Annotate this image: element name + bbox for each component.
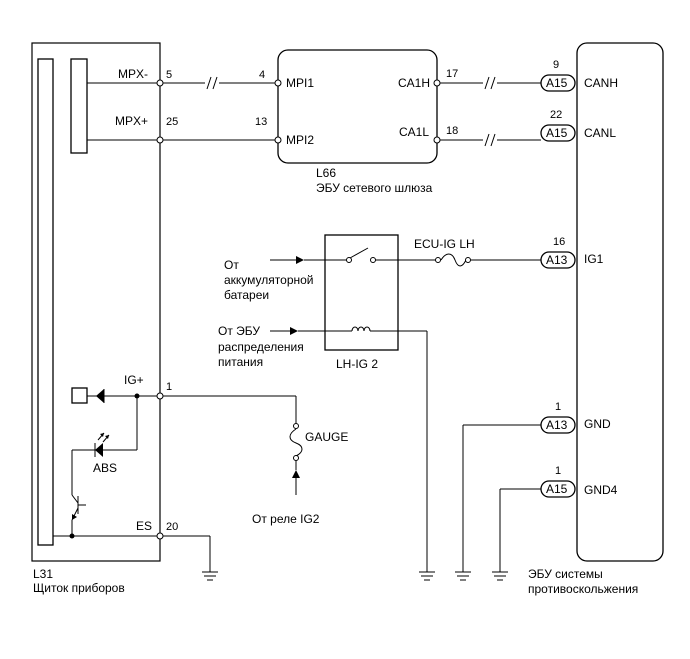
es-label: ES xyxy=(136,519,152,533)
skid-ecu-box xyxy=(576,42,664,562)
gauge-circuit: GAUGE От реле IG2 1 xyxy=(163,381,348,526)
connector-canl xyxy=(540,124,576,142)
pin-mpx-minus: 5 xyxy=(166,69,172,81)
diode-icon xyxy=(96,389,104,403)
can-wires: 17 18 A15 9 A15 22 xyxy=(440,59,576,147)
ground-icon xyxy=(492,571,508,581)
from-battery-2: аккумуляторной xyxy=(224,273,314,287)
connector-gnd4 xyxy=(540,480,576,498)
gnd-label: GND xyxy=(584,417,611,431)
gateway-ecu: MPI1 MPI2 CA1H CA1L L66 ЭБУ сетевого шлю… xyxy=(274,49,441,195)
from-ecu-3: питания xyxy=(218,355,263,369)
gauge-fuse-label: GAUGE xyxy=(305,430,348,444)
skid-ecu-name-1: ЭБУ системы xyxy=(528,567,603,581)
meter-bar xyxy=(37,58,54,546)
es-ground: 20 xyxy=(163,521,218,581)
relay-coil-icon xyxy=(351,326,371,332)
connector-canh-label: A15 xyxy=(546,76,568,90)
mpi2-label: MPI2 xyxy=(286,133,314,147)
meter-multiplex-block xyxy=(70,58,88,154)
ig1-label: IG1 xyxy=(584,252,604,266)
pin-mpi2: 13 xyxy=(255,116,267,128)
skid-control-ecu: CANH CANL IG1 GND GND4 ЭБУ системы проти… xyxy=(528,42,664,596)
meter-code: L31 xyxy=(33,567,53,581)
ground-icon xyxy=(419,571,435,581)
gnd-circuits: A13 1 A15 1 xyxy=(455,401,576,581)
meter-name: Щиток приборов xyxy=(33,581,125,595)
connector-canl-label: A15 xyxy=(546,126,568,140)
connector-ig1 xyxy=(540,251,576,269)
abs-led-icon xyxy=(95,443,103,457)
ground-icon xyxy=(455,571,471,581)
combination-meter: MPX- MPX+ IG+ ABS ES xyxy=(31,42,164,595)
pin-mpx-plus: 25 xyxy=(166,116,178,128)
gauge-source: От реле IG2 xyxy=(252,512,320,526)
pin-ig1: 16 xyxy=(553,236,565,248)
connector-ig1-label: A13 xyxy=(546,253,568,267)
gateway-ecu-box xyxy=(277,49,438,164)
indicator-box xyxy=(71,387,88,404)
fuse-gauge-icon xyxy=(289,428,303,457)
pin-gnd: 1 xyxy=(555,401,561,413)
pin-ig: 1 xyxy=(166,381,172,393)
pin-ca1h: 17 xyxy=(446,68,458,80)
gateway-ecu-code: L66 xyxy=(316,166,336,180)
from-battery-1: От xyxy=(224,258,239,272)
connector-gnd xyxy=(540,416,576,434)
multiplex-wires: 5 25 4 13 xyxy=(163,69,277,141)
relay-box xyxy=(324,234,399,351)
pin-ca1l: 18 xyxy=(446,125,458,137)
relay-label: LH-IG 2 xyxy=(336,357,378,371)
connector-gnd4-label: A15 xyxy=(546,482,568,496)
abs-label: ABS xyxy=(93,461,117,475)
pin-canl: 22 xyxy=(550,109,562,121)
pin-gnd4: 1 xyxy=(555,465,561,477)
relay-lh-ig2: ECU-IG LH A13 16 LH-IG 2 От аккумуляторн… xyxy=(218,234,576,581)
fuse-ecu-ig-label: ECU-IG LH xyxy=(414,237,475,251)
connector-canh xyxy=(540,74,576,92)
relay-switch-icon xyxy=(349,247,369,259)
from-battery-3: батареи xyxy=(224,288,269,302)
ig-plus-label: IG+ xyxy=(124,373,144,387)
from-ecu-2: распределения xyxy=(218,340,304,354)
pin-mpi1: 4 xyxy=(259,69,265,81)
fuse-ecu-ig-icon xyxy=(440,253,467,267)
mpi1-label: MPI1 xyxy=(286,76,314,90)
ca1l-label: CA1L xyxy=(399,125,429,139)
ground-icon xyxy=(202,571,218,581)
gateway-ecu-name: ЭБУ сетевого шлюза xyxy=(316,181,433,195)
from-ecu-1: От ЭБУ xyxy=(218,324,260,338)
canl-label: CANL xyxy=(584,126,616,140)
pin-es: 20 xyxy=(166,521,178,533)
mpx-minus-label: MPX- xyxy=(118,67,148,81)
ca1h-label: CA1H xyxy=(398,76,430,90)
gnd4-label: GND4 xyxy=(584,483,618,497)
connector-gnd-label: A13 xyxy=(546,418,568,432)
canh-label: CANH xyxy=(584,76,618,90)
skid-ecu-name-2: противоскольжения xyxy=(528,582,638,596)
mpx-plus-label: MPX+ xyxy=(115,114,148,128)
pin-canh: 9 xyxy=(553,59,559,71)
